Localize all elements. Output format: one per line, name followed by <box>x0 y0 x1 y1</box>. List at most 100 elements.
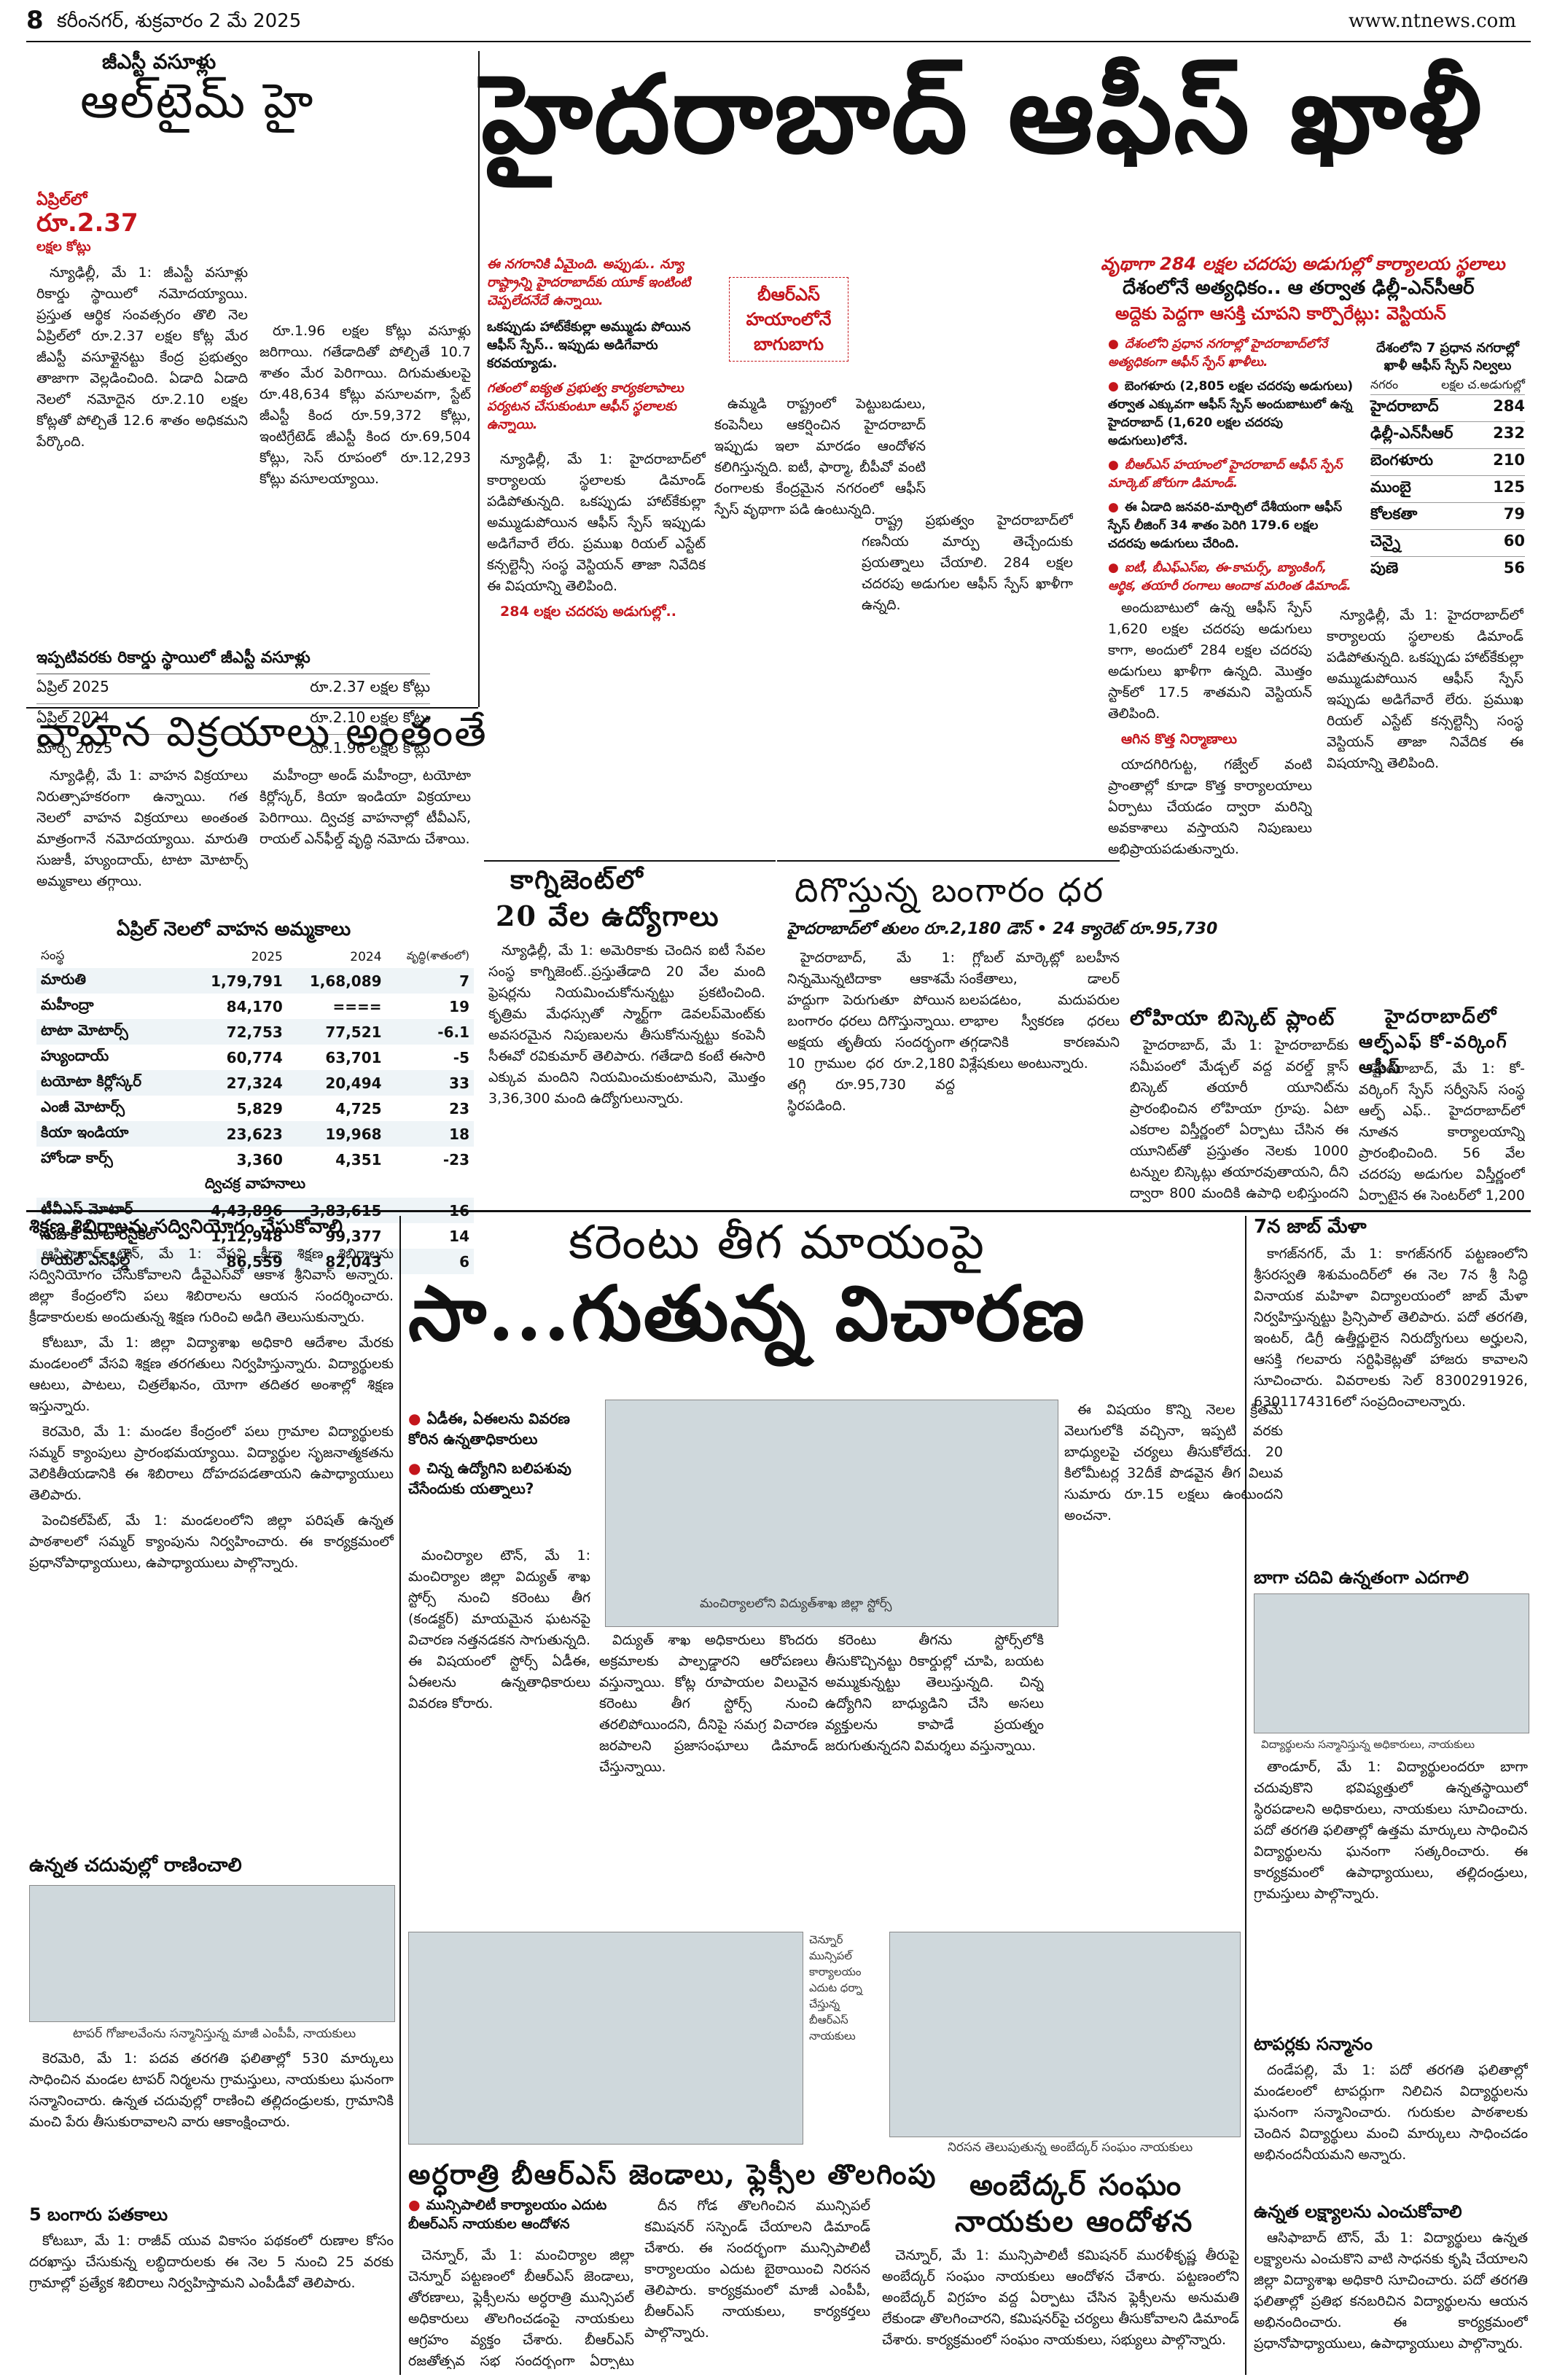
vacancy-city: హైదరాబాద్ <box>1370 397 1439 415</box>
vacancy-row: బెంగళూరు210 <box>1370 448 1525 475</box>
vehicle-table-header: సంస్థ 2025 2024 వృద్ధి(శాతంలో) <box>36 946 474 968</box>
lead-bullet: దేశంలోని ప్రధాన నగరాల్లో హైదరాబాద్‌లోనే … <box>1108 335 1356 372</box>
lead-paragraph: అందుబాటులో ఉన్న ఆఫీస్ స్పేస్ 1,620 లక్షల… <box>1108 600 1312 722</box>
lead-title: హైదరాబాద్ ఆఫీస్ ఖాళీ <box>481 50 1483 177</box>
vehicle-cell: 4,351 <box>335 1150 382 1168</box>
alf-body: హైదరాబాద్, మే 1: కో-వర్కింగ్ స్పేస్ సర్వ… <box>1359 1058 1525 1204</box>
vehicle-cell: -5 <box>453 1048 469 1066</box>
toppers-paragraph: దండేపల్లి, మే 1: పదో తరగతి ఫలితాల్లో మండ… <box>1254 2062 1528 2163</box>
lead-side-note: ఒకప్పుడు హాట్‌కేకుల్లా అమ్ముడు పోయిన ఆఫీ… <box>487 319 691 371</box>
cable-point: ఏడీఈ, ఏఈలను వివరణ కోరిన ఉన్నతాధికారులు <box>408 1408 598 1449</box>
vehicle-cell: 84,170 <box>226 997 283 1015</box>
brs-paragraph: దీన గోడ తొలగించిన మున్సిపల్ కమిషనర్ సస్ప… <box>644 2198 870 2341</box>
cognizant-body: న్యూఢిల్లీ, మే 1: అమెరికాకు చెందిన ఐటీ స… <box>488 940 765 1203</box>
vehicle-cell: 1,12,948 <box>211 1227 283 1245</box>
date-line: కరీంనగర్, శుక్రవారం 2 మే 2025 <box>57 10 302 32</box>
vehicle-cell: 20,494 <box>286 1070 386 1096</box>
vehicle-cell: 23,623 <box>188 1121 287 1147</box>
record-month: ఏప్రిల్ 2024 <box>36 709 109 726</box>
vehicle-cell: ఎంజీ మోటార్స్ <box>41 1098 125 1115</box>
vehicle-cell: 1,79,791 <box>188 968 287 994</box>
lead-body-col3: రాష్ట్ర ప్రభుత్వం హైదరాబాద్‌లో గణనీయ మార… <box>862 510 1073 802</box>
vehicle-cell: మారుతి <box>36 968 189 994</box>
vacancy-value: 210 <box>1493 451 1525 469</box>
cable-paragraph: కరెంటు తీగను స్టోర్స్‌లోకి తీసుకొచ్చినట్… <box>825 1632 1044 1754</box>
gst-unit: లక్షల కోట్లు <box>36 239 91 254</box>
vehicle-table-title: ఏప్రిల్ నెలలో వాహన అమ్మకాలు <box>117 918 351 940</box>
lead-bullet: బీఆర్‌ఎస్ హయాంలో హైదరాబాద్ ఆఫీస్ స్పేస్ … <box>1108 456 1356 493</box>
vehicle-cell: 5,829 <box>236 1099 283 1117</box>
cable-body-col1: మంచిర్యాల టౌన్, మే 1: మంచిర్యాల జిల్లా వ… <box>408 1545 590 1924</box>
vehicle-cell: -6.1 <box>386 1019 474 1045</box>
results-title: ఉన్నత చదువుల్లో రాణించాలి <box>29 1854 242 1876</box>
toppers-title: టాపర్లకు సన్మానం <box>1254 2034 1373 2054</box>
vacancy-header-city: నగరం <box>1370 378 1399 391</box>
vacancy-city: కోలకతా <box>1370 505 1418 523</box>
study-title: బాగా చదివి ఉన్నతంగా ఎదగాలి <box>1254 1567 1469 1588</box>
lead-body-col1: న్యూఢిల్లీ, మే 1: హైదరాబాద్‌లో కార్యాలయ … <box>487 449 706 799</box>
vehicle-cell: సుజుకీ మోటార్‌సైకిల్ <box>41 1225 156 1243</box>
ambedkar-caption: నిరసన తెలుపుతున్న అంబేద్కర్ సంఘం నాయకులు <box>948 2140 1193 2155</box>
two-wheeler-title: ద్విచక్ర వాహనాలు <box>204 1174 305 1192</box>
lead-bullets: దేశంలోని ప్రధాన నగరాల్లో హైదరాబాద్‌లోనే … <box>1108 335 1356 601</box>
gold-body-col2: గ్లోబల్ మార్కెట్లో బలహీన సంకేతాలు, డాలర్… <box>959 948 1120 1195</box>
goals-title: ఉన్నత లక్ష్యాలను ఎంచుకోవాలి <box>1254 2201 1462 2222</box>
cable-body-col3: కరెంటు తీగను స్టోర్స్‌లోకి తీసుకొచ్చినట్… <box>825 1630 1044 1921</box>
vacancy-value: 125 <box>1493 478 1525 496</box>
gst-month: ఏప్రిల్‌లో <box>36 191 87 209</box>
vehicle-cell: టాటా మోటార్స్ <box>36 1019 189 1045</box>
vehicles-body-col2: మహీంద్రా అండ్ మహీంద్రా, టయోటా కిర్లోస్కర… <box>260 765 471 911</box>
vacancy-header: నగరం లక్షల చ.అడుగుల్లో <box>1370 378 1525 394</box>
col-header: 2025 <box>251 950 283 964</box>
record-month: ఏప్రిల్ 2025 <box>36 678 109 695</box>
fivegold-paragraph: కోటబూ, మే 1: రాజీవ్ యువ వికాసం పథకంలో రు… <box>29 2233 394 2291</box>
cable-points: ఏడీఈ, ఏఈలను వివరణ కోరిన ఉన్నతాధికారులు చ… <box>408 1408 598 1499</box>
training-paragraph: ఆసిఫాబాద్ టౌన్, మే 1: వేసవి క్రీడా శిక్ష… <box>29 1246 394 1325</box>
ambedkar-paragraph: చెన్నూర్, మే 1: మున్సిపాలిటీ కమిషనర్ ముర… <box>882 2247 1239 2348</box>
gold-paragraph: గ్లోబల్ మార్కెట్లో బలహీన సంకేతాలు, డాలర్… <box>959 950 1120 1072</box>
lead-bullet: ఐటీ, బీఎఫ్‌ఎస్‌ఐ, ఈ-కామర్స్, బ్యాంకింగ్,… <box>1108 559 1356 596</box>
site-url[interactable]: www.ntnews.com <box>1348 10 1516 32</box>
training-paragraph: కోటబూ, మే 1: జిల్లా విద్యాశాఖ అధికారి ఆద… <box>29 1335 394 1414</box>
vehicles-body-col1: న్యూఢిల్లీ, మే 1: వాహన విక్రయాలు నిరుత్స… <box>36 765 248 911</box>
vacancy-header-unit: లక్షల చ.అడుగుల్లో <box>1441 378 1525 391</box>
vacancy-city: ఢిల్లీ-ఎన్‌సీఆర్ <box>1370 424 1453 442</box>
vehicle-cell: 33 <box>386 1070 474 1096</box>
cable-title2: సా...గుతున్న విచారణ <box>408 1268 1086 1358</box>
vacancy-title: దేశంలోని 7 ప్రధాన నగరాల్లో ఖాళీ ఆఫీస్ స్… <box>1376 340 1519 373</box>
lohia-body: హైదరాబాద్, మే 1: హైదరాబాద్‌కు సమీపంలో మే… <box>1130 1035 1349 1203</box>
brs-photo <box>408 1932 803 2145</box>
page-number: 8 <box>26 6 44 35</box>
cognizant-paragraph: న్యూఢిల్లీ, మే 1: అమెరికాకు చెందిన ఐటీ స… <box>488 943 765 1107</box>
brs-body-col2: దీన గోడ తొలగించిన మున్సిపల్ కమిషనర్ సస్ప… <box>644 2196 870 2371</box>
lead-sub3: అద్దెకు పెద్దగా ఆసక్తి చూపని కార్పొరేట్ల… <box>1115 303 1446 324</box>
vehicle-cell: 4,725 <box>335 1099 382 1117</box>
cable-paragraph: విద్యుత్ శాఖ అధికారులు కొందరు అక్రమాలకు … <box>599 1632 818 1775</box>
lead-body-col6: న్యూఢిల్లీ, మే 1: హైదరాబాద్‌లో కార్యాలయ … <box>1327 605 1523 999</box>
cable-paragraph: మంచిర్యాల టౌన్, మే 1: మంచిర్యాల జిల్లా వ… <box>408 1548 590 1712</box>
brs-title: అర్ధరాత్రి బీఆర్‌ఎస్ జెండాలు, ఫ్లెక్సీల … <box>408 2158 937 2190</box>
results-caption: టాపర్ గోజాలవేంను సన్మానిస్తున్న మాజీ ఎంప… <box>73 2026 356 2041</box>
gst-paragraph: న్యూఢిల్లీ, మే 1: జీఎస్టీ వసూళ్లు రికార్… <box>36 265 248 450</box>
lead-body-col5: అందుబాటులో ఉన్న ఆఫీస్ స్పేస్ 1,620 లక్షల… <box>1108 598 1312 962</box>
lead-side-note: ఈ నగరానికి ఏమైంది. అప్పుడు.. న్యూ రాష్ట్… <box>487 257 691 308</box>
vacancy-row: కోలకతా79 <box>1370 502 1525 529</box>
study-paragraph: తాండూర్, మే 1: విద్యార్థులందరూ బాగా చదువ… <box>1254 1759 1528 1902</box>
goals-paragraph: ఆసిఫాబాద్ టౌన్, మే 1: విద్యార్థులు ఉన్నత… <box>1254 2230 1528 2352</box>
vacancy-row: ముంబై125 <box>1370 475 1525 502</box>
gst-paragraph: రూ.1.96 లక్షల కోట్లు వసూళ్లు జరిగాయి. గత… <box>260 323 471 487</box>
gold-title: దిగొస్తున్న బంగారం ధర <box>795 870 1105 910</box>
cable-body-col4: ఈ విషయం కొన్ని నెలల క్రితమే వెలుగులోకి వ… <box>1064 1400 1283 1924</box>
brs-point: మున్సిపాలిటీ కార్యాలయం ఎదుట బీఆర్‌ఎస్ నా… <box>408 2196 627 2233</box>
cable-photo <box>605 1400 1058 1627</box>
vacancy-row: పుణె56 <box>1370 556 1525 583</box>
jobmela-body: కాగజ్‌నగర్, మే 1: కాగజ్‌నగర్ పట్టణంలోని … <box>1254 1244 1528 1550</box>
brs-caption: చెన్నూర్ మున్సిపల్ కార్యాలయం ఎదుట ధర్నా … <box>809 1933 862 2042</box>
